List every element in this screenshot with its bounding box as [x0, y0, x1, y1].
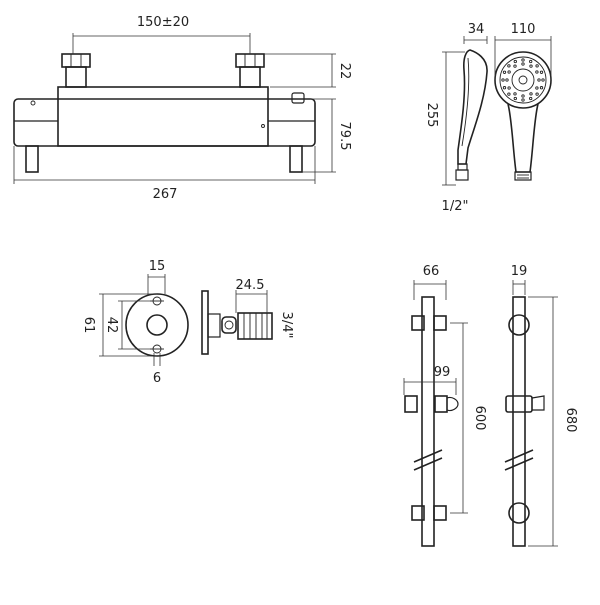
dim-fixing-nut: 24.5 [236, 278, 268, 313]
spray-nozzle [513, 96, 517, 101]
spray-nozzle [513, 59, 517, 64]
spray-nozzle [535, 86, 539, 90]
spray-nozzle [535, 64, 539, 68]
spray-nozzle [521, 62, 525, 66]
dim-rail-bracket: 66 [413, 264, 447, 300]
spray-nozzle [507, 64, 511, 68]
dim-rail-length: 680 [528, 296, 578, 547]
label-fixing-holes: 42 [104, 317, 119, 334]
spray-nozzle [501, 78, 505, 82]
valve-inlet-right [235, 53, 265, 88]
spray-nozzle [513, 92, 517, 96]
dim-valve-body-height: 79.5 [302, 98, 352, 173]
valve-drawing: 150±20 22 79.5 267 [13, 15, 352, 202]
label-fixing-plate: 61 [81, 317, 96, 334]
dim-rail-slider: 99 [403, 365, 457, 395]
dim-fixing-thickness: 6 [153, 353, 161, 386]
label-valve-inlet-height: 22 [337, 63, 352, 80]
label-valve-length: 267 [153, 187, 178, 202]
spray-nozzle [521, 98, 525, 102]
label-fixing-thread: 3/4" [279, 312, 294, 339]
label-fixing-thickness: 6 [153, 371, 161, 386]
spray-nozzle [502, 70, 507, 74]
label-rail-bar: 19 [511, 264, 528, 279]
label-handset-depth: 34 [468, 22, 485, 37]
spray-nozzle [513, 64, 517, 68]
label-valve-body-height: 79.5 [337, 122, 352, 151]
handset-drawing: 34 110 255 1/2" [424, 22, 552, 214]
valve-body [13, 86, 316, 147]
spray-nozzle [529, 59, 533, 64]
spray-nozzle [529, 64, 533, 68]
spray-nozzle [537, 78, 541, 82]
label-rail-slider: 99 [434, 365, 451, 380]
dim-fixing-offset: 15 [147, 259, 166, 294]
spray-nozzle [502, 86, 507, 90]
handset-front-view [494, 51, 552, 181]
dim-handset-length: 255 [424, 51, 465, 186]
valve-legs [25, 145, 303, 173]
dim-rail-centres: 600 [450, 322, 487, 514]
fixing-wall-plate [125, 293, 189, 357]
dim-valve-centres: 150±20 [72, 15, 251, 54]
spray-nozzle [521, 94, 525, 98]
fixing-elbow-side [201, 290, 273, 355]
dim-handset-depth: 34 [463, 22, 488, 44]
spray-nozzle [535, 92, 539, 96]
label-fixing-nut: 24.5 [236, 278, 265, 293]
label-rail-centres: 600 [472, 406, 487, 431]
handset-spray-nozzles [501, 58, 545, 102]
spray-nozzle [541, 78, 545, 82]
valve-inlet-left [61, 53, 91, 88]
rail-side-view: 66 99 600 [403, 264, 487, 547]
spray-nozzle [529, 96, 533, 101]
label-fixing-offset: 15 [149, 259, 166, 274]
spray-nozzle [529, 92, 533, 96]
spray-nozzle [539, 70, 544, 74]
spray-nozzle [521, 58, 525, 62]
label-handset-connection: 1/2" [442, 199, 469, 214]
label-rail-bracket: 66 [423, 264, 440, 279]
spray-nozzle [505, 78, 509, 82]
dim-rail-bar: 19 [511, 264, 528, 295]
handset-side-view [455, 49, 488, 181]
spray-nozzle [539, 86, 544, 90]
spray-nozzle [507, 92, 511, 96]
dim-handset-head: 110 [494, 22, 552, 80]
dim-valve-length: 267 [13, 146, 316, 202]
spray-nozzle [535, 70, 539, 74]
label-valve-centres: 150±20 [137, 15, 189, 30]
spray-nozzle [507, 70, 511, 74]
fixing-drawing: 15 61 42 6 24.5 3/4" [81, 259, 294, 386]
spray-nozzle [507, 86, 511, 90]
dim-fixing-holes: 42 [104, 300, 153, 350]
dim-fixing-plate: 61 [81, 293, 157, 357]
label-handset-head: 110 [511, 22, 536, 37]
label-rail-length: 680 [563, 408, 578, 433]
dim-valve-inlet-height: 22 [264, 53, 352, 88]
rail-front-view: 19 680 [504, 264, 578, 547]
label-handset-length: 255 [424, 103, 439, 128]
